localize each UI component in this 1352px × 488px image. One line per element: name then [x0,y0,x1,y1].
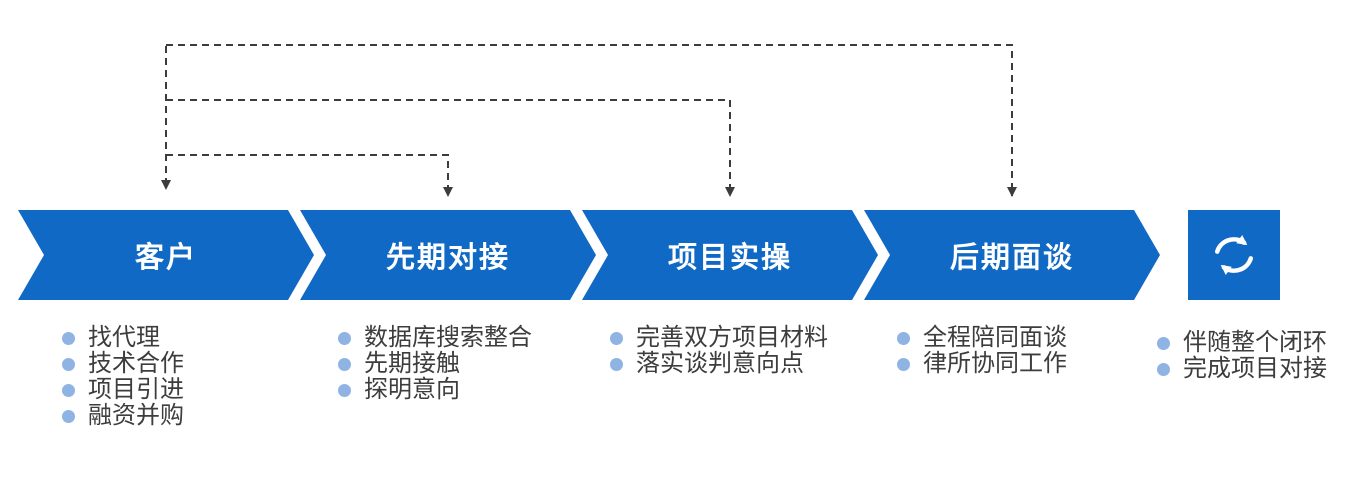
list-item: 找代理 [62,325,184,351]
list-item: 技术合作 [62,351,184,377]
list-item-text: 找代理 [88,324,160,351]
stage-label-2: 先期对接 [385,242,510,274]
list-item-text: 融资并购 [88,402,184,429]
stage-chevron-2: 先期对接 [300,210,596,300]
list-item: 完善双方项目材料 [610,325,828,351]
stage-4-bullet-list: 全程陪同面谈 律所协同工作 [897,325,1067,377]
stage-label-3: 项目实操 [667,242,792,274]
list-item-text: 数据库搜索整合 [364,324,532,351]
stage-label-1: 客户 [134,242,197,274]
list-item: 先期接触 [338,351,532,377]
list-item-text: 探明意向 [364,376,460,403]
bullet-dot-icon [62,383,75,397]
stage-3-bullet-list: 完善双方项目材料 落实谈判意向点 [610,325,828,377]
bullet-dot-icon [897,331,910,345]
cycle-bullet-list: 伴随整个闭环 完成项目对接 [1157,330,1327,382]
bullet-dot-icon [62,331,75,345]
list-item: 项目引进 [62,377,184,403]
list-item-text: 完善双方项目材料 [636,324,828,351]
bullet-dot-icon [338,383,351,397]
stage-chevron-1: 客户 [18,210,314,300]
list-item-text: 律所协同工作 [923,350,1067,377]
list-item: 融资并购 [62,403,184,429]
cycle-stage-box [1188,210,1280,300]
list-item-text: 完成项目对接 [1183,355,1327,382]
list-item: 数据库搜索整合 [338,325,532,351]
connector-line-to-stage4 [166,44,1017,197]
bullet-dot-icon [62,357,75,371]
list-item-text: 技术合作 [88,350,184,377]
list-item: 伴随整个闭环 [1157,330,1327,356]
list-item-text: 项目引进 [88,376,184,403]
bullet-dot-icon [1157,336,1170,350]
stage-chevron-4: 后期面谈 [864,210,1160,300]
bullet-dot-icon [1157,362,1170,376]
stage-1-bullet-list: 找代理 技术合作 项目引进 融资并购 [62,325,184,429]
stage-chevron-3: 项目实操 [582,210,878,300]
bullet-dot-icon [610,331,623,345]
bullet-dot-icon [897,357,910,371]
connector-line-to-stage2 [166,154,453,197]
stage-label-4: 后期面谈 [949,242,1074,274]
list-item: 探明意向 [338,377,532,403]
list-item: 落实谈判意向点 [610,351,828,377]
list-item-text: 伴随整个闭环 [1183,329,1327,356]
list-item: 全程陪同面谈 [897,325,1067,351]
bullet-dot-icon [62,409,75,423]
bullet-dot-icon [338,331,351,345]
sync-cycle-icon [1214,235,1254,275]
list-item: 律所协同工作 [897,351,1067,377]
list-item-text: 先期接触 [364,350,460,377]
list-item: 完成项目对接 [1157,356,1327,382]
stage-2-bullet-list: 数据库搜索整合 先期接触 探明意向 [338,325,532,403]
bullet-dot-icon [610,357,623,371]
connector-line-to-stage3 [166,99,735,197]
bullet-dot-icon [338,357,351,371]
list-item-text: 落实谈判意向点 [636,350,804,377]
list-item-text: 全程陪同面谈 [923,324,1067,351]
feedback-connector-lines [161,44,1017,197]
